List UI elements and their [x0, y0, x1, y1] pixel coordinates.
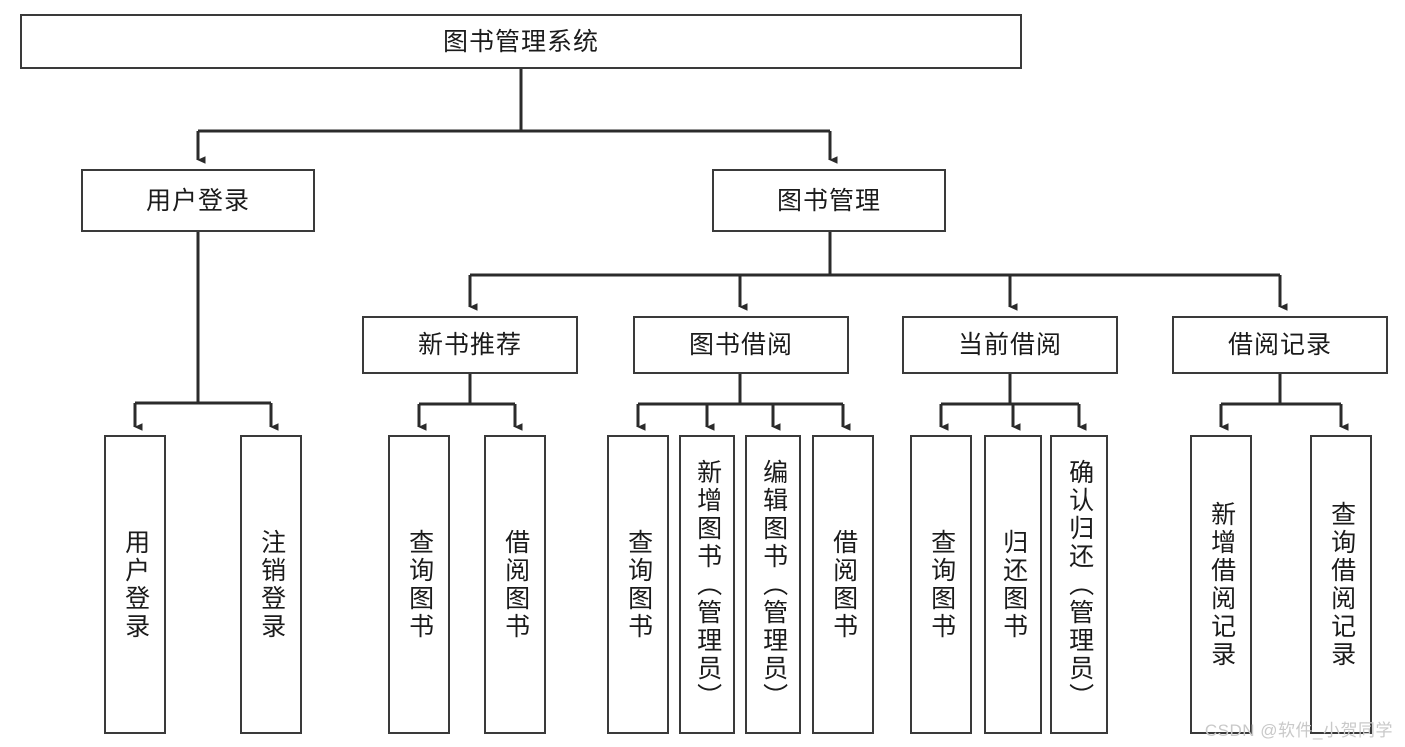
node-borrow-record-label: 借阅记录 — [1227, 331, 1332, 359]
node-leaf-borrow-book-2[interactable]: 借阅图书 — [812, 435, 874, 734]
node-leaf-logout-label: 注销登录 — [257, 528, 286, 641]
node-leaf-query-book-1[interactable]: 查询图书 — [388, 435, 450, 734]
node-book-borrow-label: 图书借阅 — [688, 331, 793, 359]
node-leaf-return-book-label: 归还图书 — [999, 528, 1028, 641]
node-leaf-add-record-label: 新增借阅记录 — [1207, 500, 1236, 669]
node-leaf-query-book-2-label: 查询图书 — [624, 528, 653, 641]
node-leaf-query-book-1-label: 查询图书 — [405, 528, 434, 641]
node-leaf-borrow-book-1-label: 借阅图书 — [501, 528, 530, 641]
node-leaf-borrow-book-1[interactable]: 借阅图书 — [484, 435, 546, 734]
node-book-manage[interactable]: 图书管理 — [712, 169, 946, 232]
node-new-book-recommend-label: 新书推荐 — [417, 331, 522, 359]
node-leaf-logout[interactable]: 注销登录 — [240, 435, 302, 734]
node-leaf-query-book-3[interactable]: 查询图书 — [910, 435, 972, 734]
node-current-borrow[interactable]: 当前借阅 — [902, 316, 1118, 374]
watermark: CSDN @软件_小贺同学 — [1204, 721, 1393, 740]
node-book-borrow[interactable]: 图书借阅 — [633, 316, 849, 374]
node-leaf-query-book-3-label: 查询图书 — [927, 528, 956, 641]
node-leaf-confirm-return-label: 确认归还（管理员） — [1065, 458, 1094, 711]
node-leaf-confirm-return[interactable]: 确认归还（管理员） — [1050, 435, 1108, 734]
node-leaf-query-book-2[interactable]: 查询图书 — [607, 435, 669, 734]
node-root[interactable]: 图书管理系统 — [20, 14, 1022, 69]
node-leaf-add-record[interactable]: 新增借阅记录 — [1190, 435, 1252, 734]
node-leaf-user-login[interactable]: 用户登录 — [104, 435, 166, 734]
node-user-login-label: 用户登录 — [145, 186, 250, 215]
node-current-borrow-label: 当前借阅 — [957, 331, 1062, 359]
node-leaf-return-book[interactable]: 归还图书 — [984, 435, 1042, 734]
node-book-manage-label: 图书管理 — [776, 186, 881, 215]
node-leaf-borrow-book-2-label: 借阅图书 — [829, 528, 858, 641]
node-leaf-edit-book[interactable]: 编辑图书（管理员） — [745, 435, 801, 734]
node-leaf-query-record[interactable]: 查询借阅记录 — [1310, 435, 1372, 734]
node-new-book-recommend[interactable]: 新书推荐 — [362, 316, 578, 374]
node-leaf-edit-book-label: 编辑图书（管理员） — [759, 458, 788, 711]
node-leaf-add-book[interactable]: 新增图书（管理员） — [679, 435, 735, 734]
node-user-login[interactable]: 用户登录 — [81, 169, 315, 232]
node-leaf-query-record-label: 查询借阅记录 — [1327, 500, 1356, 669]
node-leaf-user-login-label: 用户登录 — [121, 528, 150, 641]
node-borrow-record[interactable]: 借阅记录 — [1172, 316, 1388, 374]
node-root-label: 图书管理系统 — [442, 27, 599, 56]
node-leaf-add-book-label: 新增图书（管理员） — [693, 458, 722, 711]
